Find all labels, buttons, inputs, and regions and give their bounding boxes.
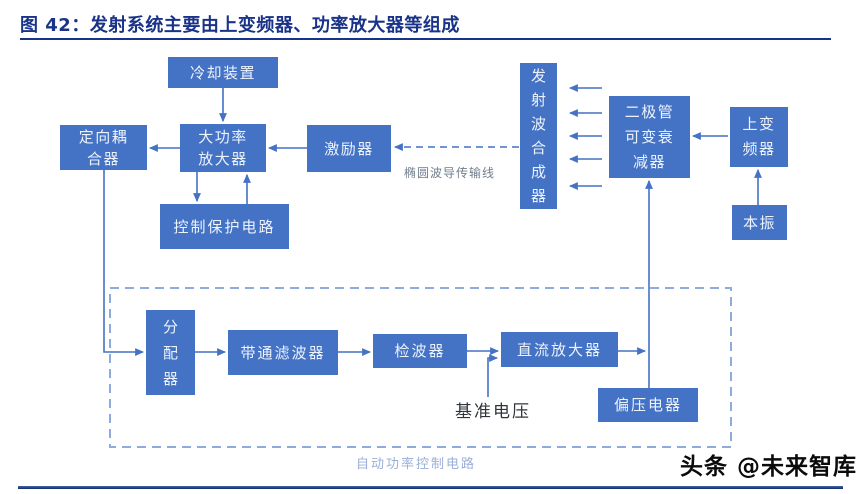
edge-refv-dcamp xyxy=(487,354,499,397)
label-reference-voltage: 基准电压 xyxy=(455,402,531,422)
watermark: 头条 @未来智库 xyxy=(679,454,857,480)
box-directional-coupler: 定向耦 合器 xyxy=(60,125,147,170)
box-transmit-wave-synthesizer: 发 射 波 合 成 器 xyxy=(520,63,557,209)
box-bias-device: 偏压电器 xyxy=(598,388,698,422)
box-dc-amplifier: 直流放大器 xyxy=(501,332,618,367)
box-detector: 检波器 xyxy=(373,334,467,368)
box-control-protection-circuit: 控制保护电路 xyxy=(160,204,289,249)
edge-coupler-dist xyxy=(103,170,145,356)
box-distributor: 分 配 器 xyxy=(146,310,195,395)
box-high-power-amplifier: 大功率 放大器 xyxy=(180,124,266,172)
page-title: 图 42：发射系统主要由上变频器、功率放大器等组成 xyxy=(20,15,460,36)
label-apc-circuit: 自动功率控制电路 xyxy=(356,457,477,472)
bottom-rule xyxy=(18,486,843,489)
box-exciter: 激励器 xyxy=(307,125,391,172)
label-waveguide-line: 椭圆波导传输线 xyxy=(404,166,496,180)
box-diode-variable-attenuator: 二极管 可变衰 减器 xyxy=(609,96,690,178)
box-up-converter: 上变 频器 xyxy=(730,107,788,167)
box-bandpass-filter: 带通滤波器 xyxy=(228,330,338,375)
box-local-oscillator: 本振 xyxy=(732,205,787,240)
box-cooling-device: 冷却装置 xyxy=(168,57,278,88)
title-underline xyxy=(20,38,831,40)
